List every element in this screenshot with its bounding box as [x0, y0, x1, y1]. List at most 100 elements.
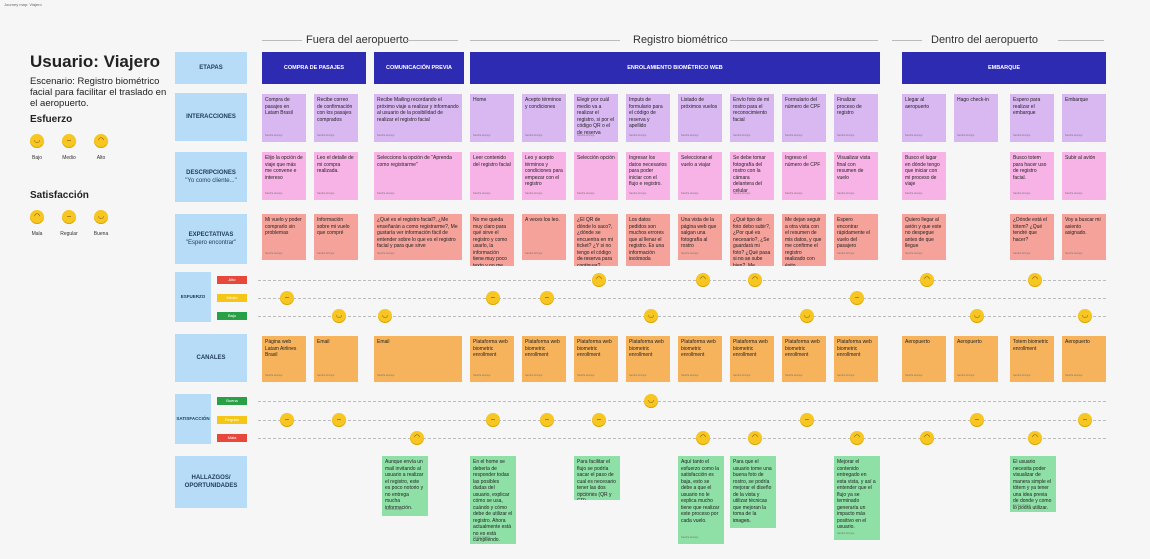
- note-author: Sandra Arango: [629, 133, 647, 137]
- grid-line: [258, 280, 1106, 281]
- hallazgo-note[interactable]: Aunque envía un mail invitando al usuari…: [382, 456, 428, 516]
- descripcion-note[interactable]: Busco el lugar en dónde tengo que inicia…: [902, 152, 946, 200]
- etapa-comunicacion-previa: COMUNICACIÓN PREVIA: [374, 52, 464, 84]
- scale-buena: Buena: [217, 397, 247, 405]
- note-author: Sandra Arango: [525, 133, 543, 137]
- descripcion-note[interactable]: Leo el detalle de mi compra realizada.Sa…: [314, 152, 358, 200]
- hallazgo-note[interactable]: En el home se debería de responder todas…: [470, 456, 516, 544]
- expectativa-note[interactable]: No me queda muy claro para qué sirve el …: [470, 214, 514, 266]
- expectativa-note[interactable]: Los datos pedidos son muchos errores que…: [626, 214, 670, 266]
- descripcion-note[interactable]: Selecciono la opción de "Aprenda como re…: [374, 152, 462, 200]
- descripcion-note[interactable]: Visualizar vista final con resumen de vu…: [834, 152, 878, 200]
- persona-title: Usuario: Viajero: [30, 52, 161, 71]
- expectativa-note[interactable]: Me dejan seguir a otra vista con el resu…: [782, 214, 826, 266]
- happy-face-icon: ◡: [970, 309, 984, 323]
- expectativa-note[interactable]: ¿Qué es el registro facial?, ¿Me enseñar…: [374, 214, 462, 260]
- expectativa-note[interactable]: A veces los leo.Sandra Arango: [522, 214, 566, 260]
- neutral-face-icon: –: [280, 291, 294, 305]
- descripcion-note[interactable]: Busco totem para hacer uso de registro f…: [1010, 152, 1054, 200]
- expectativa-note-text: Información sobre mi vuelo que compré: [317, 217, 350, 236]
- descripcion-note[interactable]: Leo y acepto términos y condiciones para…: [522, 152, 566, 200]
- canal-note-text: Aeropuerto: [905, 339, 930, 345]
- happy-face-icon: ◡: [644, 309, 658, 323]
- hallazgo-note[interactable]: Para que el usuario tome una buena foto …: [730, 456, 776, 528]
- interaccion-note-text: Elegir por cuál medio va a realizar el r…: [577, 97, 614, 136]
- descripcion-note[interactable]: Se debe tomar fotografía del rostro con …: [730, 152, 774, 200]
- expectativa-note[interactable]: Quiero llegar al avión y que este no des…: [902, 214, 946, 260]
- legend-label: Mala: [31, 231, 43, 237]
- interaccion-note[interactable]: Elegir por cuál medio va a realizar el r…: [574, 94, 618, 142]
- descripcion-note-text: Busco el lugar en dónde tengo que inicia…: [905, 155, 940, 187]
- grid-line: [258, 438, 1106, 439]
- interaccion-note-text: Formulario del número de CPF: [785, 97, 821, 110]
- neutral-face-icon: –: [540, 413, 554, 427]
- expectativa-note[interactable]: Una vista de la página web que salgan un…: [678, 214, 722, 260]
- grid-line: [258, 401, 1106, 402]
- expectativa-note-text: ¿Dónde está el tótem? ¿Qué tendré que ha…: [1013, 217, 1047, 243]
- expectativa-note[interactable]: ¿Dónde está el tótem? ¿Qué tendré que ha…: [1010, 214, 1054, 260]
- note-author: Sandra Arango: [1013, 373, 1031, 377]
- expectativa-note[interactable]: Espero encontrar rápidamente el vuelo de…: [834, 214, 878, 260]
- sad-face-icon: ◠: [410, 431, 424, 445]
- etapa-embarque: EMBARQUE: [902, 52, 1106, 84]
- hallazgo-note-text: Aquí tanto el esfuerzo como la satisfacc…: [681, 459, 720, 524]
- descripcion-note[interactable]: Elijo la opción de viaje que más me conv…: [262, 152, 306, 200]
- hallazgo-note[interactable]: Para facilitar el flujo se podría sacar …: [574, 456, 620, 500]
- hallazgo-note[interactable]: Aquí tanto el esfuerzo como la satisfacc…: [678, 456, 724, 544]
- expectativa-note[interactable]: ¿Qué tipo de foto debo subir?, ¿Por qué …: [730, 214, 774, 266]
- canal-note-text: Página web Latam Airlines Brasil: [265, 339, 297, 358]
- canal-note-text: Plataforma web biometric enrollment: [525, 339, 560, 358]
- expectativa-note[interactable]: Voy a buscar mi asiento asignado.Sandra …: [1062, 214, 1106, 260]
- esfuerzo-legend-title: Esfuerzo: [30, 114, 73, 125]
- expectativa-note[interactable]: ¿El QR de dónde lo saco?, ¿dónde se encu…: [574, 214, 618, 266]
- canal-note-text: Plataforma web biometric enrollment: [785, 339, 820, 358]
- interaccion-note[interactable]: Recibe Mailing recordando el próximo via…: [374, 94, 462, 142]
- interaccion-note[interactable]: Recibe correo de confirmación con los pa…: [314, 94, 358, 142]
- expectativa-note-text: Una vista de la página web que salgan un…: [681, 217, 717, 249]
- descripcion-note[interactable]: Ingresar los datos necesarios para poder…: [626, 152, 670, 200]
- note-author: Sandra Arango: [1013, 191, 1031, 195]
- interaccion-note[interactable]: Envío foto de mi rostro para el reconoci…: [730, 94, 774, 142]
- hallazgo-note[interactable]: Mejorar el contenido entregado en esta v…: [834, 456, 880, 540]
- expectativa-note[interactable]: Mi vuelo y poder comprarlo sin problemas…: [262, 214, 306, 260]
- descripcion-note-text: Ingreso el número de CPF: [785, 155, 821, 168]
- hallazgo-note[interactable]: El usuario necesita poder visualizar de …: [1010, 456, 1056, 512]
- descripcion-note-text: Ingresar los datos necesarios para poder…: [629, 155, 667, 187]
- hallazgo-note-text: Mejorar el contenido entregado en esta v…: [837, 459, 876, 530]
- note-author: Sandra Arango: [905, 251, 923, 255]
- happy-face-icon: ◡: [30, 134, 44, 148]
- interaccion-note[interactable]: Imputs de formulario para el código de r…: [626, 94, 670, 142]
- phase-divider: [262, 40, 302, 41]
